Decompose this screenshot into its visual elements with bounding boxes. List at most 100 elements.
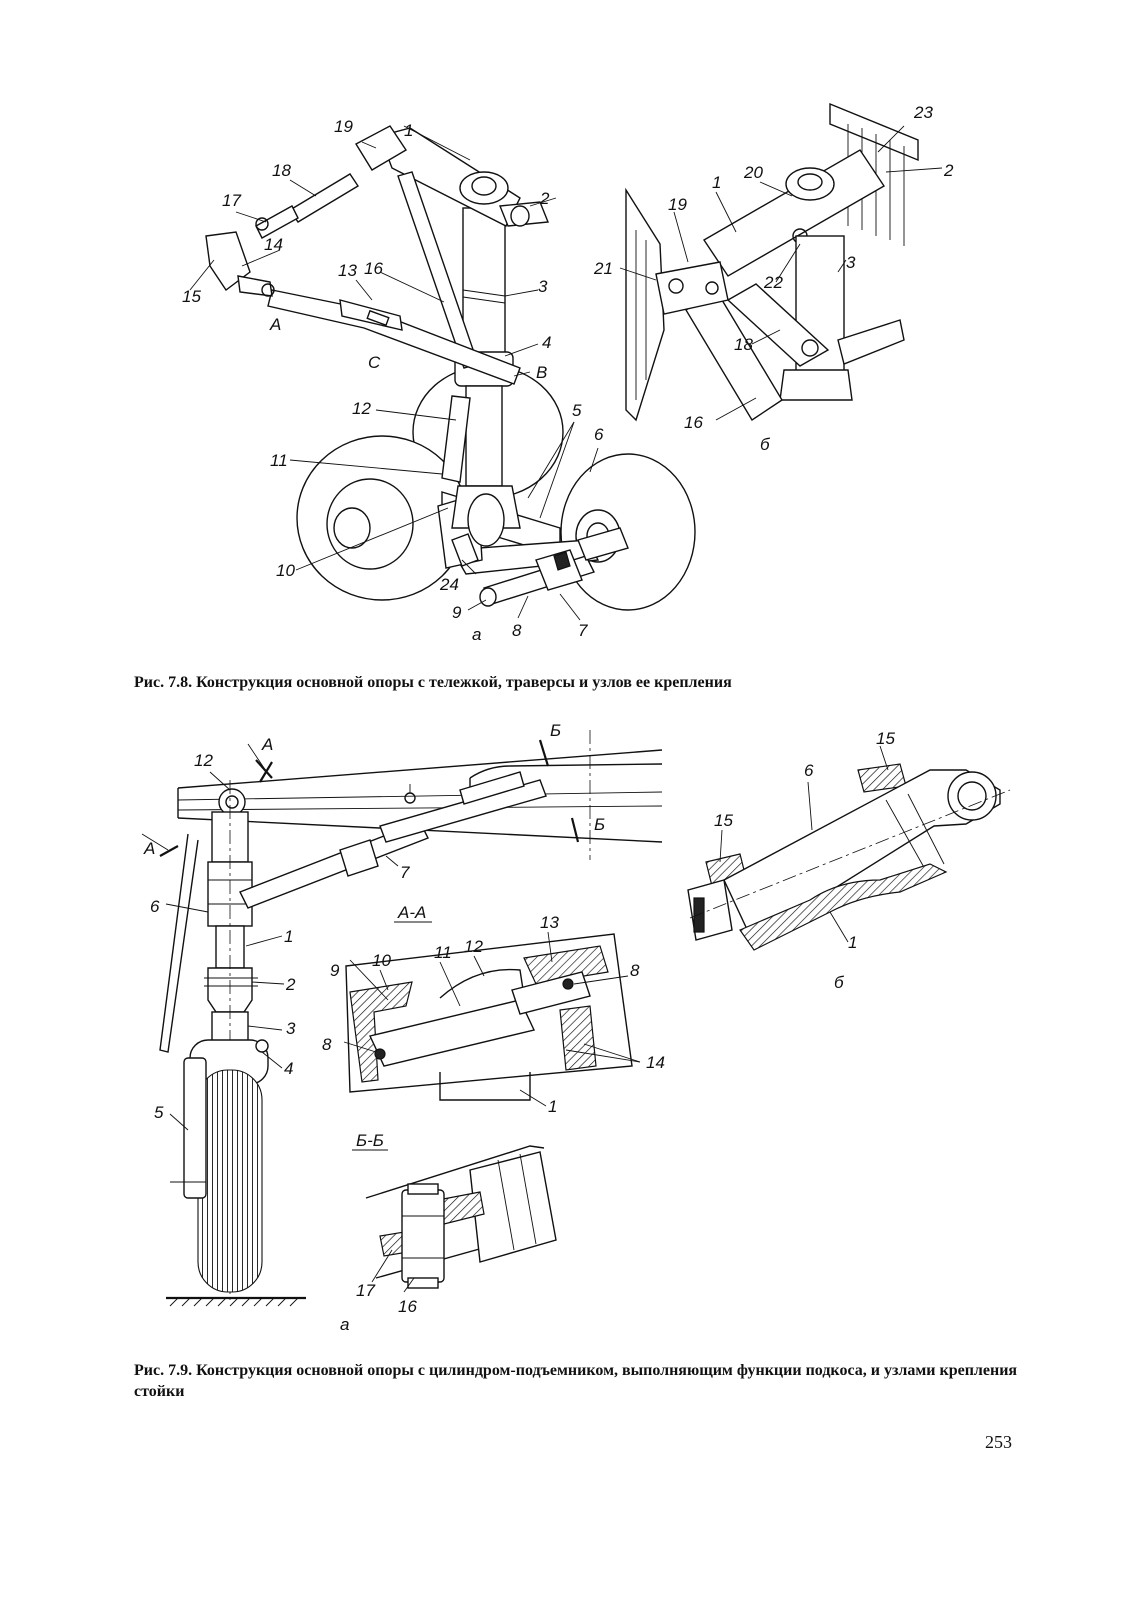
svg-text:а: а bbox=[472, 625, 481, 644]
svg-text:9: 9 bbox=[452, 603, 462, 622]
svg-text:7: 7 bbox=[400, 863, 410, 882]
callouts-fig-7-9-a: 12 А А Б Б 7 6 1 2 3 4 5 а bbox=[143, 721, 605, 1334]
svg-text:10: 10 bbox=[372, 951, 391, 970]
svg-text:а: а bbox=[340, 1315, 349, 1334]
svg-text:15: 15 bbox=[182, 287, 201, 306]
page-number: 253 bbox=[985, 1432, 1012, 1452]
svg-text:3: 3 bbox=[286, 1019, 296, 1038]
svg-text:б: б bbox=[834, 973, 845, 992]
svg-text:1: 1 bbox=[284, 927, 293, 946]
frame-beam bbox=[177, 730, 663, 860]
svg-text:15: 15 bbox=[714, 811, 733, 830]
upper-beam bbox=[355, 125, 549, 227]
svg-text:18: 18 bbox=[272, 161, 291, 180]
svg-text:9: 9 bbox=[330, 961, 340, 980]
svg-text:16: 16 bbox=[398, 1297, 417, 1316]
svg-text:2: 2 bbox=[285, 975, 296, 994]
fitting-15 bbox=[205, 231, 275, 297]
side-stay bbox=[267, 289, 521, 385]
figure-7-8-caption: Рис. 7.8. Конструкция основной опоры с т… bbox=[134, 674, 732, 691]
svg-text:6: 6 bbox=[594, 425, 604, 444]
fitting-21 bbox=[655, 261, 729, 315]
svg-text:15: 15 bbox=[876, 729, 895, 748]
svg-text:5: 5 bbox=[154, 1103, 164, 1122]
svg-text:3: 3 bbox=[846, 253, 856, 272]
svg-text:4: 4 bbox=[284, 1059, 293, 1078]
svg-text:1: 1 bbox=[712, 173, 721, 192]
rear-axle bbox=[577, 527, 629, 561]
svg-text:5: 5 bbox=[572, 401, 582, 420]
svg-text:В: В bbox=[536, 363, 547, 382]
svg-text:10: 10 bbox=[276, 561, 295, 580]
svg-text:18: 18 bbox=[734, 335, 753, 354]
svg-text:21: 21 bbox=[593, 259, 613, 278]
svg-text:16: 16 bbox=[364, 259, 383, 278]
main-strut-9 bbox=[204, 780, 258, 1300]
svg-text:6: 6 bbox=[150, 897, 160, 916]
svg-text:Б: Б bbox=[550, 721, 561, 740]
svg-text:8: 8 bbox=[630, 961, 640, 980]
svg-text:24: 24 bbox=[439, 575, 459, 594]
svg-text:8: 8 bbox=[512, 621, 522, 640]
svg-text:8: 8 bbox=[322, 1035, 332, 1054]
svg-text:11: 11 bbox=[270, 451, 288, 470]
door-panel bbox=[159, 833, 199, 1053]
leader-lines-9a bbox=[165, 771, 399, 1131]
svg-text:Б-Б: Б-Б bbox=[356, 1131, 384, 1150]
svg-text:7: 7 bbox=[578, 621, 588, 640]
svg-text:1: 1 bbox=[548, 1097, 557, 1116]
left-wheel bbox=[296, 435, 468, 601]
main-wheel-9 bbox=[170, 1039, 269, 1293]
svg-text:19: 19 bbox=[334, 117, 353, 136]
fig-7-8-view-a-drawing: 1 2 3 4 5 6 7 8 9 10 11 12 13 14 15 16 1… bbox=[182, 117, 696, 644]
svg-text:1: 1 bbox=[404, 121, 413, 140]
callouts-fig-7-8-a: 1 2 3 4 5 6 7 8 9 10 11 12 13 14 15 16 1… bbox=[182, 117, 604, 644]
svg-text:23: 23 bbox=[913, 103, 933, 122]
svg-text:С: С bbox=[368, 353, 381, 372]
svg-text:6: 6 bbox=[804, 761, 814, 780]
svg-text:14: 14 bbox=[646, 1053, 665, 1072]
svg-text:1: 1 bbox=[848, 933, 857, 952]
svg-text:4: 4 bbox=[542, 333, 551, 352]
svg-text:12: 12 bbox=[352, 399, 371, 418]
fig-7-8-view-b-drawing: 1 2 3 16 18 19 20 21 22 23 б bbox=[593, 102, 954, 454]
svg-text:12: 12 bbox=[464, 937, 483, 956]
strut-18 bbox=[255, 173, 359, 239]
svg-text:11: 11 bbox=[434, 943, 452, 962]
torque-link bbox=[441, 395, 471, 483]
lug-24 bbox=[451, 533, 479, 567]
fig-7-9-view-a-drawing: 12 А А Б Б 7 6 1 2 3 4 5 а bbox=[141, 721, 663, 1334]
ground-line bbox=[166, 1296, 306, 1307]
svg-text:А-А: А-А bbox=[397, 903, 426, 922]
section-markers bbox=[141, 739, 580, 857]
svg-text:20: 20 bbox=[743, 163, 763, 182]
fig-7-9-view-b-drawing: 15 15 6 1 б bbox=[687, 729, 1011, 992]
strut-b bbox=[779, 235, 905, 401]
wall-plate bbox=[625, 187, 665, 422]
svg-text:Б: Б bbox=[594, 815, 605, 834]
svg-text:А: А bbox=[261, 735, 273, 754]
section-b-b-drawing: Б-Б 17 16 bbox=[352, 1131, 557, 1316]
svg-text:22: 22 bbox=[763, 273, 783, 292]
section-a-a-drawing: А-А 9 10 11 12 13 bbox=[322, 903, 665, 1116]
figure-7-9: 12 А А Б Б 7 6 1 2 3 4 5 а А-А bbox=[141, 721, 1011, 1334]
svg-text:б: б bbox=[760, 435, 771, 454]
right-wheel bbox=[560, 453, 696, 611]
svg-text:12: 12 bbox=[194, 751, 213, 770]
svg-text:16: 16 bbox=[684, 413, 703, 432]
figure-7-8: 1 2 3 4 5 6 7 8 9 10 11 12 13 14 15 16 1… bbox=[182, 102, 954, 644]
beam-b bbox=[703, 149, 885, 277]
svg-text:2: 2 bbox=[943, 161, 954, 180]
lift-cylinder bbox=[239, 771, 547, 909]
svg-text:2: 2 bbox=[539, 189, 550, 208]
leader-lines-b bbox=[619, 125, 943, 421]
svg-text:А: А bbox=[269, 315, 281, 334]
svg-text:13: 13 bbox=[540, 913, 559, 932]
svg-text:19: 19 bbox=[668, 195, 687, 214]
callouts-fig-7-8-b: 1 2 3 16 18 19 20 21 22 23 б bbox=[593, 103, 954, 454]
svg-text:17: 17 bbox=[222, 191, 241, 210]
svg-text:14: 14 bbox=[264, 235, 283, 254]
svg-text:3: 3 bbox=[538, 277, 548, 296]
svg-text:13: 13 bbox=[338, 261, 357, 280]
